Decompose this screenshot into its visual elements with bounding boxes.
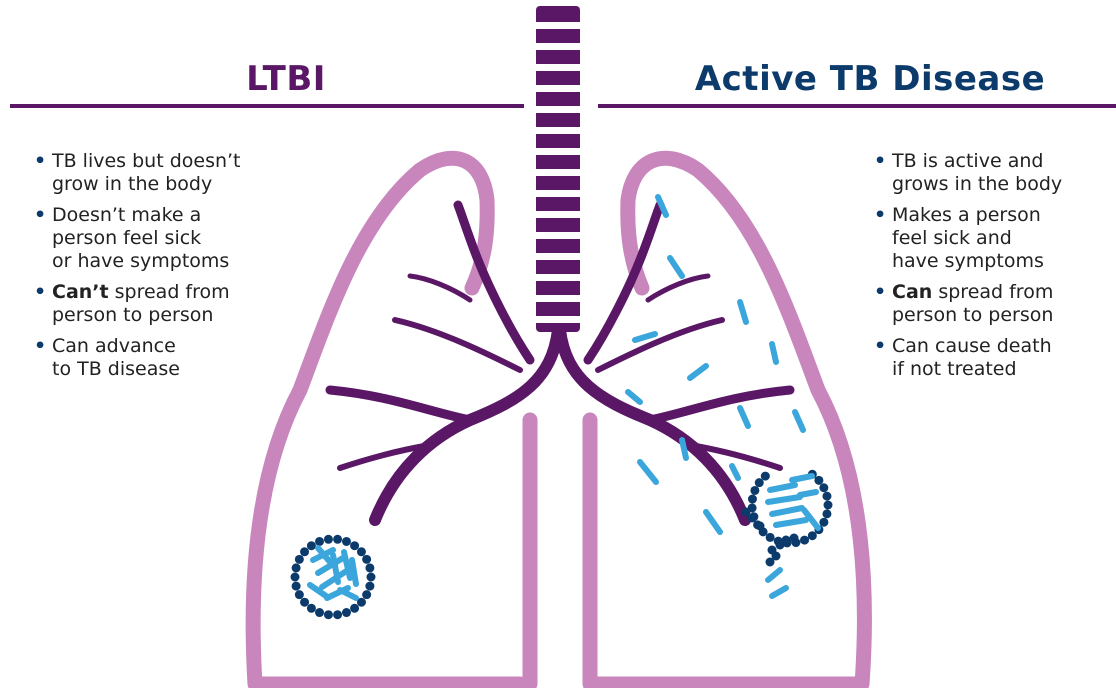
granuloma-bead xyxy=(742,508,751,517)
granuloma-bead xyxy=(342,537,351,546)
tb-bacterium xyxy=(640,462,656,482)
granuloma-bead xyxy=(367,573,376,582)
trachea-ring xyxy=(536,316,580,323)
trachea-ring xyxy=(536,85,580,92)
granuloma-bead xyxy=(822,509,831,518)
granuloma-bead xyxy=(800,536,809,545)
granuloma-bead xyxy=(756,522,765,531)
granuloma-bead xyxy=(333,610,342,619)
tb-bacterium xyxy=(772,508,802,514)
trachea-ring xyxy=(536,232,580,239)
granuloma-bead xyxy=(819,483,828,492)
granuloma-bead xyxy=(315,608,324,617)
granuloma-bead xyxy=(350,604,359,613)
tb-bacterium xyxy=(635,334,655,340)
granuloma-bead xyxy=(357,547,366,556)
trachea-ring xyxy=(536,106,580,113)
trachea-ring xyxy=(536,169,580,176)
granuloma-bead xyxy=(822,492,831,501)
granuloma-bead xyxy=(814,476,823,485)
granuloma-bead xyxy=(292,582,301,591)
trachea-ring xyxy=(536,274,580,281)
trachea-ring xyxy=(536,148,580,155)
granuloma-bead xyxy=(365,563,374,572)
tb-bacterium xyxy=(800,492,816,495)
granuloma-bead xyxy=(324,535,333,544)
tb-bacterium xyxy=(768,570,780,580)
tb-bacterium xyxy=(772,344,776,362)
granuloma-bead xyxy=(292,563,301,572)
granuloma-bead xyxy=(315,537,324,546)
right-lung-outline xyxy=(590,158,864,684)
granuloma-bead xyxy=(766,533,775,542)
left-lung-outline xyxy=(253,158,530,684)
trachea-ring xyxy=(536,253,580,260)
granuloma-bead xyxy=(824,501,833,510)
tb-bacterium xyxy=(770,485,795,490)
granuloma-bead xyxy=(307,541,316,550)
tb-bacterium xyxy=(795,412,803,430)
trachea-ring xyxy=(536,43,580,50)
granuloma-bead xyxy=(748,495,757,504)
trachea-ring xyxy=(536,295,580,302)
trachea-ring xyxy=(536,22,580,29)
granuloma-bead xyxy=(750,486,759,495)
tb-bacterium xyxy=(772,588,786,596)
tb-bacterium xyxy=(706,512,720,532)
contained-granuloma-icon xyxy=(291,535,376,619)
trachea-ring xyxy=(536,64,580,71)
trachea-ring xyxy=(536,127,580,134)
granuloma-bead xyxy=(295,590,304,599)
granuloma-bead xyxy=(300,547,309,556)
granuloma-bead xyxy=(819,518,828,527)
granuloma-bead xyxy=(307,604,316,613)
tb-bacterium xyxy=(740,408,748,426)
trachea-rings xyxy=(536,22,580,323)
granuloma-bead xyxy=(350,541,359,550)
trachea-ring xyxy=(536,211,580,218)
granuloma-bead xyxy=(790,534,799,543)
granuloma-bead xyxy=(362,590,371,599)
tb-bacterium xyxy=(670,258,682,276)
granuloma-bead xyxy=(772,552,781,561)
granuloma-bead xyxy=(782,536,791,545)
tb-bacterium xyxy=(690,366,706,378)
tb-bacterium xyxy=(740,302,746,322)
granuloma-bead xyxy=(362,555,371,564)
granuloma-bead xyxy=(333,535,342,544)
tb-bacterium xyxy=(340,590,356,598)
tb-bacterium xyxy=(792,476,812,480)
granuloma-bead xyxy=(300,598,309,607)
ruptured-granuloma-icon xyxy=(742,470,833,567)
tb-bacteria-icon xyxy=(628,197,803,596)
tb-bacterium xyxy=(732,466,738,478)
granuloma-bead xyxy=(342,608,351,617)
tb-bacterium xyxy=(768,497,800,502)
granuloma-bead xyxy=(291,573,300,582)
granuloma-bead xyxy=(808,531,817,540)
trachea-ring xyxy=(536,190,580,197)
granuloma-bead xyxy=(365,582,374,591)
tb-bacterium xyxy=(352,560,356,584)
granuloma-bead xyxy=(295,555,304,564)
tb-bacterium xyxy=(628,392,640,402)
granuloma-bead xyxy=(761,472,770,481)
tb-bacterium xyxy=(776,520,806,525)
granuloma-bead xyxy=(324,610,333,619)
tb-bacterium xyxy=(682,440,686,458)
